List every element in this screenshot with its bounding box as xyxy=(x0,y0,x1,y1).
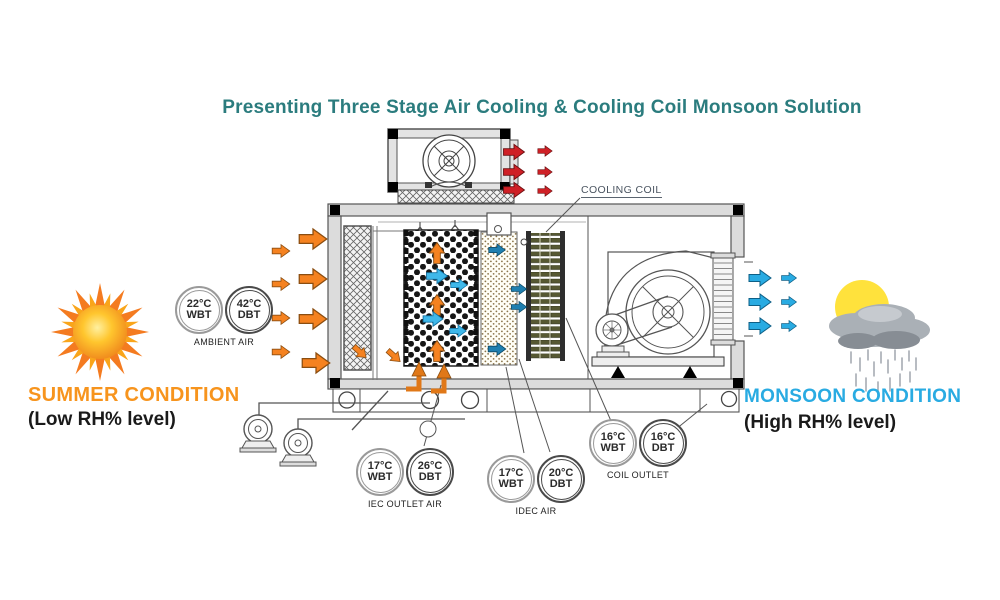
leader-lines xyxy=(423,197,708,454)
temp-badge-ambient-dbt: 42°C DBT xyxy=(225,286,273,334)
temp-unit: DBT xyxy=(549,478,573,490)
temp-unit: WBT xyxy=(186,309,212,321)
temp-caption: COIL OUTLET xyxy=(607,470,669,480)
temp-unit: WBT xyxy=(367,471,393,483)
monsoon-condition-subheading: (High RH% level) xyxy=(744,412,897,433)
temp-value: 17°C xyxy=(498,466,524,479)
temp-caption: IDEC AIR xyxy=(515,506,557,516)
monsoon-condition-heading: MONSOON CONDITION xyxy=(744,386,962,407)
temp-unit: WBT xyxy=(498,478,524,490)
ambient-air-readings: 22°C WBT 42°C DBT AMBIENT AIR xyxy=(175,286,273,347)
temp-caption: IEC OUTLET AIR xyxy=(367,499,443,509)
cooling-coil xyxy=(520,231,565,361)
summer-condition-heading: SUMMER CONDITION xyxy=(28,384,240,406)
idec-air-readings: 17°C WBT 20°C DBT IDEC AIR xyxy=(487,455,585,516)
cooling-coil-label: COOLING COIL xyxy=(581,184,662,198)
summer-condition-subheading: (Low RH% level) xyxy=(28,409,176,430)
evaporative-pad-honeycomb xyxy=(403,229,479,367)
temp-badge-iec-dbt: 26°C DBT xyxy=(406,448,454,496)
pipe-joint xyxy=(419,420,437,438)
temp-value: 22°C xyxy=(186,297,212,310)
water-pump-icon xyxy=(279,428,317,467)
flex-duct xyxy=(710,252,736,346)
temp-unit: WBT xyxy=(600,442,626,454)
temp-badge-ambient-wbt: 22°C WBT xyxy=(175,286,223,334)
temp-value: 16°C xyxy=(600,430,626,443)
pad-bent-arrows xyxy=(406,361,452,394)
iec-outlet-readings: 17°C WBT 26°C DBT IEC OUTLET AIR xyxy=(356,448,454,509)
temp-value: 20°C xyxy=(548,466,574,479)
temp-unit: DBT xyxy=(651,442,675,454)
temp-badge-iec-wbt: 17°C WBT xyxy=(356,448,404,496)
temp-badge-idec-dbt: 20°C DBT xyxy=(537,455,585,503)
top-exhaust-fan-icon xyxy=(387,128,519,204)
rain-cloud-icon xyxy=(829,280,930,395)
rain-drops xyxy=(850,349,917,395)
blower-base-rail xyxy=(591,356,725,378)
coil-outlet-readings: 16°C WBT 16°C DBT COIL OUTLET xyxy=(589,419,687,480)
page-title: Presenting Three Stage Air Cooling & Coo… xyxy=(222,97,862,118)
temp-value: 42°C xyxy=(236,297,262,310)
temp-badge-coil-dbt: 16°C DBT xyxy=(639,419,687,467)
water-pump-icon xyxy=(239,414,277,453)
temp-caption: AMBIENT AIR xyxy=(193,337,255,347)
sun-icon xyxy=(51,283,149,381)
unit-housing xyxy=(327,203,753,390)
supply-air-arrows xyxy=(748,269,797,335)
temp-value: 26°C xyxy=(417,459,443,472)
water-pipes xyxy=(258,390,465,431)
temp-unit: DBT xyxy=(237,309,261,321)
exhaust-air-arrows xyxy=(503,143,553,199)
temp-badge-coil-wbt: 16°C WBT xyxy=(589,419,637,467)
temp-badge-idec-wbt: 17°C WBT xyxy=(487,455,535,503)
motor-icon xyxy=(595,313,630,358)
temp-unit: DBT xyxy=(418,471,442,483)
temp-value: 16°C xyxy=(650,430,676,443)
base-frame xyxy=(332,388,740,413)
temp-value: 17°C xyxy=(367,459,393,472)
